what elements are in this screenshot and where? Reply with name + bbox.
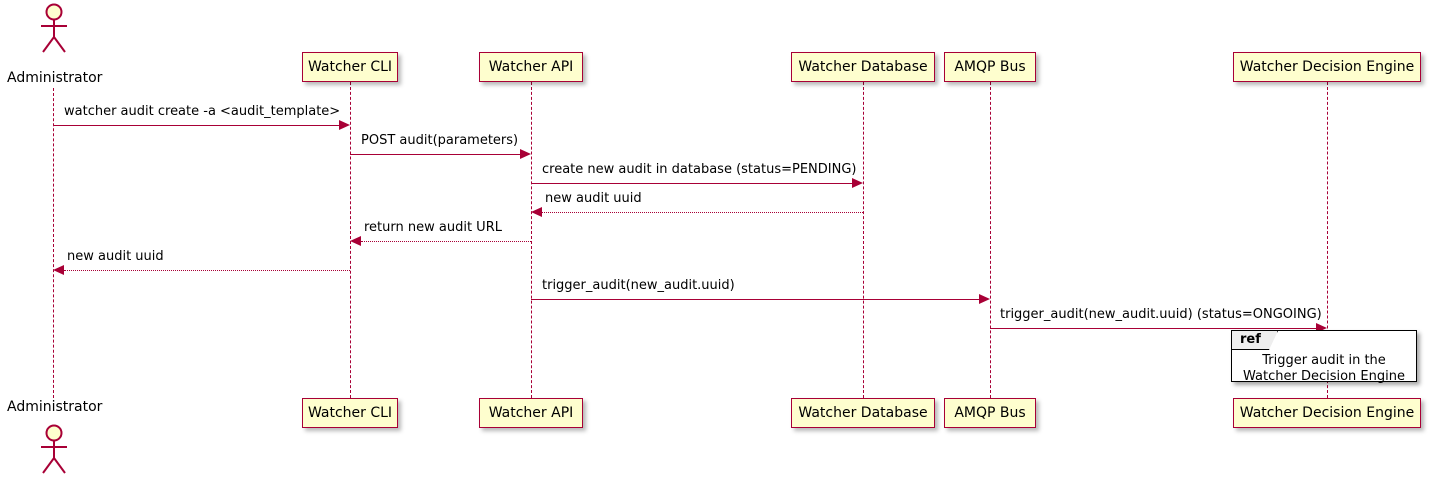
participant-box-amqp-bus-top[interactable]: AMQP Bus (944, 52, 1036, 82)
participant-label-watcher-api-bottom: Watcher API (488, 405, 574, 421)
ref-fragment-tab-label: ref (1240, 332, 1261, 347)
message-line-6 (64, 270, 350, 271)
participant-label-watcher-cli-top: Watcher CLI (307, 59, 393, 75)
ref-fragment-tab: ref (1232, 331, 1278, 350)
message-arrowhead-8 (1316, 323, 1327, 333)
participant-box-watcher-api-top[interactable]: Watcher API (479, 52, 583, 82)
lifeline-watcher-database (863, 82, 864, 398)
actor-administrator-bottom (34, 424, 74, 476)
participant-box-watcher-decision-engine-bottom[interactable]: Watcher Decision Engine (1233, 398, 1421, 428)
message-line-5 (361, 241, 531, 242)
message-line-3 (531, 183, 852, 184)
ref-fragment-line-2: Watcher Decision Engine (1243, 369, 1405, 384)
lifeline-administrator (53, 88, 54, 398)
participant-label-watcher-database-bottom: Watcher Database (798, 405, 928, 421)
message-line-1 (53, 125, 339, 126)
participant-label-watcher-api-top: Watcher API (488, 59, 574, 75)
message-arrowhead-2 (520, 149, 531, 159)
message-label-4: new audit uuid (545, 191, 642, 206)
message-arrowhead-3 (852, 178, 863, 188)
message-arrowhead-6 (53, 265, 64, 275)
message-label-6: new audit uuid (67, 249, 164, 264)
message-label-3: create new audit in database (status=PEN… (542, 162, 857, 177)
lifeline-watcher-decision-engine (1327, 82, 1328, 398)
message-line-7 (531, 299, 979, 300)
participant-box-watcher-cli-top[interactable]: Watcher CLI (302, 52, 398, 82)
message-arrowhead-7 (979, 294, 990, 304)
message-arrowhead-4 (531, 207, 542, 217)
message-label-7: trigger_audit(new_audit.uuid) (542, 278, 735, 293)
message-arrowhead-5 (350, 236, 361, 246)
message-line-4 (542, 212, 863, 213)
message-label-2: POST audit(parameters) (361, 133, 519, 148)
participant-box-amqp-bus-bottom[interactable]: AMQP Bus (944, 398, 1036, 428)
ref-fragment-box: ref Trigger audit in the Watcher Decisio… (1231, 330, 1417, 384)
actor-stick-figure-icon (41, 3, 67, 53)
participant-label-watcher-database-top: Watcher Database (798, 59, 928, 75)
participant-label-amqp-bus-top: AMQP Bus (954, 59, 1026, 75)
participant-label-amqp-bus-bottom: AMQP Bus (954, 405, 1026, 421)
participant-label-watcher-decision-engine-top: Watcher Decision Engine (1239, 59, 1415, 75)
message-line-2 (350, 154, 520, 155)
participant-box-watcher-database-top[interactable]: Watcher Database (791, 52, 935, 82)
actor-label-administrator-bottom: Administrator (7, 399, 103, 415)
message-line-8 (990, 328, 1316, 329)
participant-box-watcher-cli-bottom[interactable]: Watcher CLI (302, 398, 398, 428)
message-label-1: watcher audit create -a <audit_template> (64, 104, 341, 119)
actor-label-administrator-top: Administrator (7, 70, 103, 86)
participant-box-watcher-database-bottom[interactable]: Watcher Database (791, 398, 935, 428)
message-arrowhead-1 (339, 120, 350, 130)
message-label-8: trigger_audit(new_audit.uuid) (status=ON… (1000, 307, 1322, 322)
lifeline-amqp-bus (990, 82, 991, 398)
participant-box-watcher-decision-engine-top[interactable]: Watcher Decision Engine (1233, 52, 1421, 82)
actor-administrator-top (34, 3, 74, 55)
message-label-5: return new audit URL (364, 220, 502, 235)
lifeline-watcher-api (531, 82, 532, 398)
ref-fragment-line-1: Trigger audit in the (1262, 353, 1386, 368)
actor-stick-figure-icon-bottom (41, 424, 67, 474)
participant-label-watcher-decision-engine-bottom: Watcher Decision Engine (1239, 405, 1415, 421)
participant-label-watcher-cli-bottom: Watcher CLI (307, 405, 393, 421)
participant-box-watcher-api-bottom[interactable]: Watcher API (479, 398, 583, 428)
